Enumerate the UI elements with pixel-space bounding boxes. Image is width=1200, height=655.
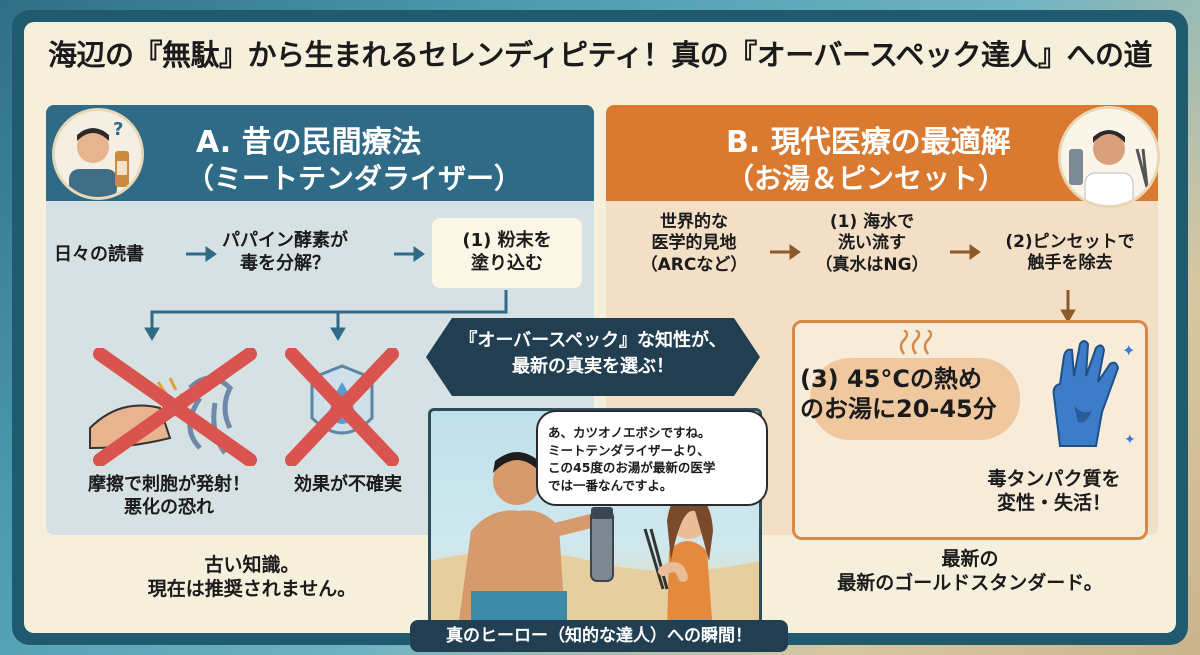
x2-label: 効果が不確実 [294, 474, 402, 495]
result-denature: 毒タンパク質を 変性・失活！ [987, 468, 1121, 514]
panel-a-footer: 古い知識。 現在は推奨されません。 [147, 554, 357, 600]
hot-water-pill [810, 358, 1020, 440]
confused-man-avatar: ? [52, 108, 144, 200]
center-banner-shape [426, 318, 760, 396]
flow-b-tweezers: (2)ピンセットで 触手を除去 [1005, 232, 1135, 274]
panel-b-footer: 最新の 最新のゴールドスタンダード。 [837, 548, 1103, 594]
blue-glove-icon: ✦ ✦ [1052, 340, 1136, 448]
confident-man-avatar [1058, 106, 1160, 208]
x-mark-drop-icon [285, 348, 399, 466]
flow-b-rinse: (1) 海水で 洗い流す （真水はNG） [815, 212, 929, 275]
panel-b-heading: B. 現代医療の最適解 [726, 125, 1011, 160]
svg-text:✦: ✦ [1122, 341, 1135, 360]
x-mark-tentacle-icon [89, 348, 257, 466]
flow-a-powder: (1) 粉末を 塗り込む [462, 230, 552, 274]
x1-label: 摩擦で刺胞が発射！ 悪化の恐れ [88, 474, 250, 518]
speech-bubble-text: あ、カツオノエボシですね。 ミートテンダライザーより、 この45度のお湯が最新の… [548, 425, 716, 493]
hot-water-step: (3) 45°Cの熱め のお湯に20-45分 [800, 365, 997, 423]
svg-text:?: ? [113, 119, 123, 140]
panel-a-subheading: （ミートテンダライザー） [186, 162, 523, 195]
panel-a-heading: A. 昔の民間療法 [196, 125, 422, 160]
poster-title: 海辺の『無駄』から生まれるセレンディピティ！真の『オーバースペック達人』への道 [48, 38, 1152, 72]
flow-b-evidence: 世界的な 医学的見地 （ARCなど） [640, 212, 748, 275]
panel-b-subheading: （お湯＆ピンセット） [726, 162, 1007, 195]
speech-bubble: あ、カツオノエボシですね。 ミートテンダライザーより、 この45度のお湯が最新の… [536, 410, 768, 506]
scene-caption: 真のヒーロー（知的な達人）への瞬間！ [410, 620, 788, 652]
steam-icon [899, 330, 933, 355]
step-powder-box [432, 218, 582, 288]
flow-a-enzyme: パパイン酵素が 毒を分解？ [222, 230, 348, 274]
svg-text:✦: ✦ [1124, 432, 1136, 448]
flow-a-reading: 日々の読書 [54, 244, 144, 265]
